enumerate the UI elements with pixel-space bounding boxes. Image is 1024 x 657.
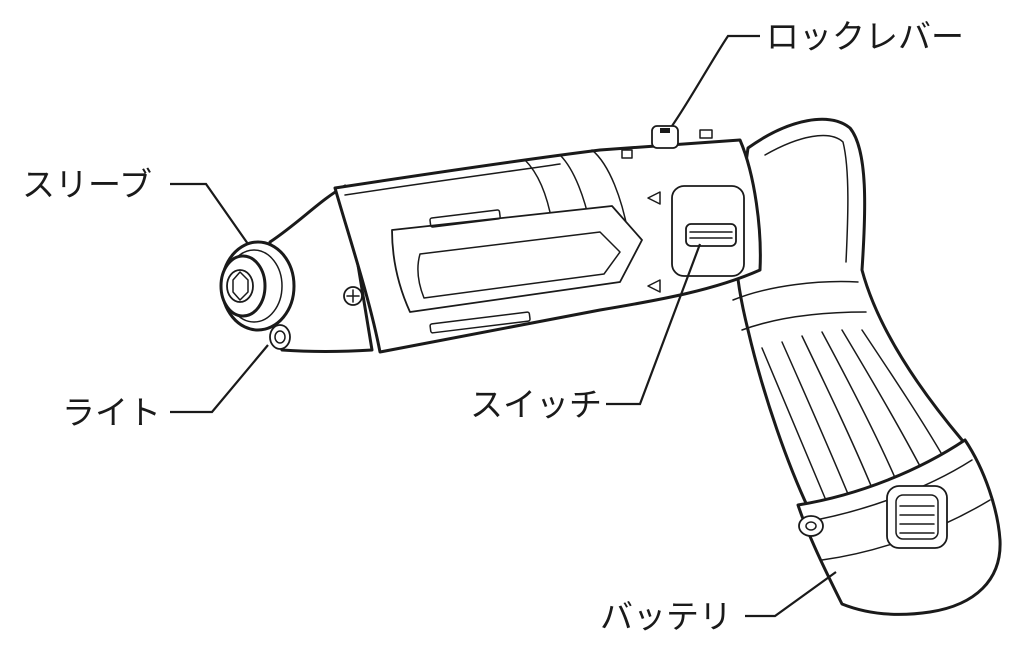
lock-lever-label: ロックレバー — [766, 17, 964, 56]
grip-illustration — [732, 117, 974, 530]
battery-leader — [745, 571, 837, 618]
battery-label: バッテリ — [600, 597, 732, 636]
sleeve-illustration — [219, 240, 296, 332]
lock-lever-leader — [671, 34, 760, 127]
switch-label: スイッチ — [470, 385, 602, 424]
barrel-illustration — [268, 125, 762, 354]
switch-leader — [606, 243, 702, 406]
sleeve-label: スリーブ — [22, 165, 152, 204]
sleeve-leader — [170, 182, 249, 245]
light-label: ライト — [62, 393, 161, 432]
light-illustration — [269, 324, 291, 350]
battery-illustration — [796, 438, 1002, 616]
light-leader — [170, 344, 269, 414]
